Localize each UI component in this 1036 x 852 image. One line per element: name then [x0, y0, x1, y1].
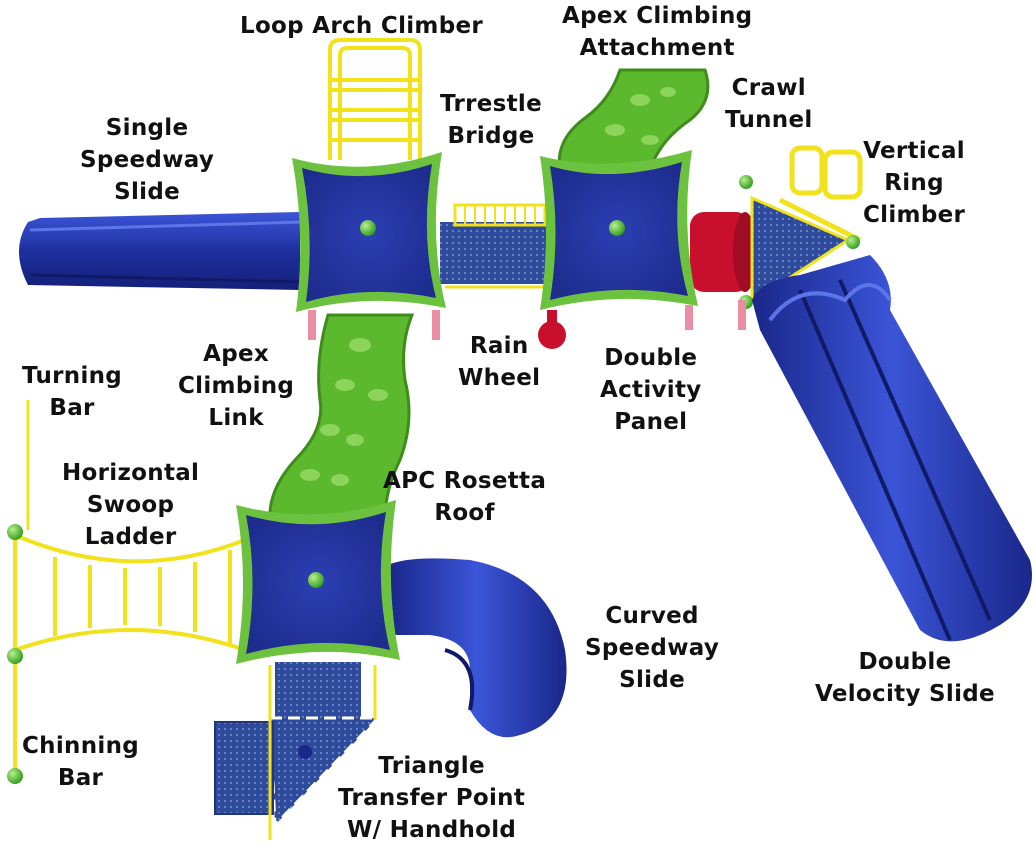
- single-speedway-slide: [19, 212, 301, 290]
- label-double-velocity-slide: Double Velocity Slide: [815, 649, 995, 707]
- rosetta-roof-middle: [540, 150, 698, 310]
- label-vertical-ring-climber: Vertical Ring Climber: [863, 138, 966, 228]
- triangle-transfer-point: [214, 662, 382, 840]
- label-trrestle-bridge: Trrestle Bridge: [440, 91, 543, 149]
- label-apex-climbing-attachment: Apex Climbing Attachment: [562, 3, 753, 61]
- vertical-ring-climber: [778, 145, 863, 243]
- label-apex-climbing-link: Apex Climbing Link: [178, 341, 295, 431]
- double-velocity-slide: [752, 255, 1032, 642]
- label-horizontal-swoop-ladder: Horizontal Swoop Ladder: [62, 460, 200, 550]
- rain-wheel: [538, 310, 566, 349]
- label-crawl-tunnel: Crawl Tunnel: [725, 75, 813, 133]
- trestle-bridge: [440, 203, 550, 289]
- label-double-activity-panel: Double Activity Panel: [600, 345, 702, 435]
- label-apc-rosetta-roof: APC Rosetta Roof: [383, 468, 547, 526]
- turning-bar: [7, 400, 30, 784]
- label-rain-wheel: Rain Wheel: [458, 333, 541, 391]
- label-single-speedway-slide: Single Speedway Slide: [80, 115, 215, 205]
- loop-arch-climber: [328, 38, 422, 160]
- support-posts: [308, 300, 746, 340]
- label-turning-bar: Turning Bar: [22, 363, 123, 421]
- horizontal-swoop-ladder: [14, 533, 246, 652]
- curved-speedway-slide: [388, 558, 567, 738]
- label-chinning-bar: Chinning Bar: [22, 733, 140, 791]
- rosetta-roof-lower: [236, 500, 400, 664]
- label-curved-speedway-slide: Curved Speedway Slide: [585, 603, 720, 693]
- label-triangle-transfer-point: Triangle Transfer Point W/ Handhold: [338, 753, 526, 843]
- crawl-tunnel: [690, 212, 757, 292]
- label-loop-arch-climber: Loop Arch Climber: [240, 13, 484, 39]
- rosetta-roof-left: [292, 152, 446, 312]
